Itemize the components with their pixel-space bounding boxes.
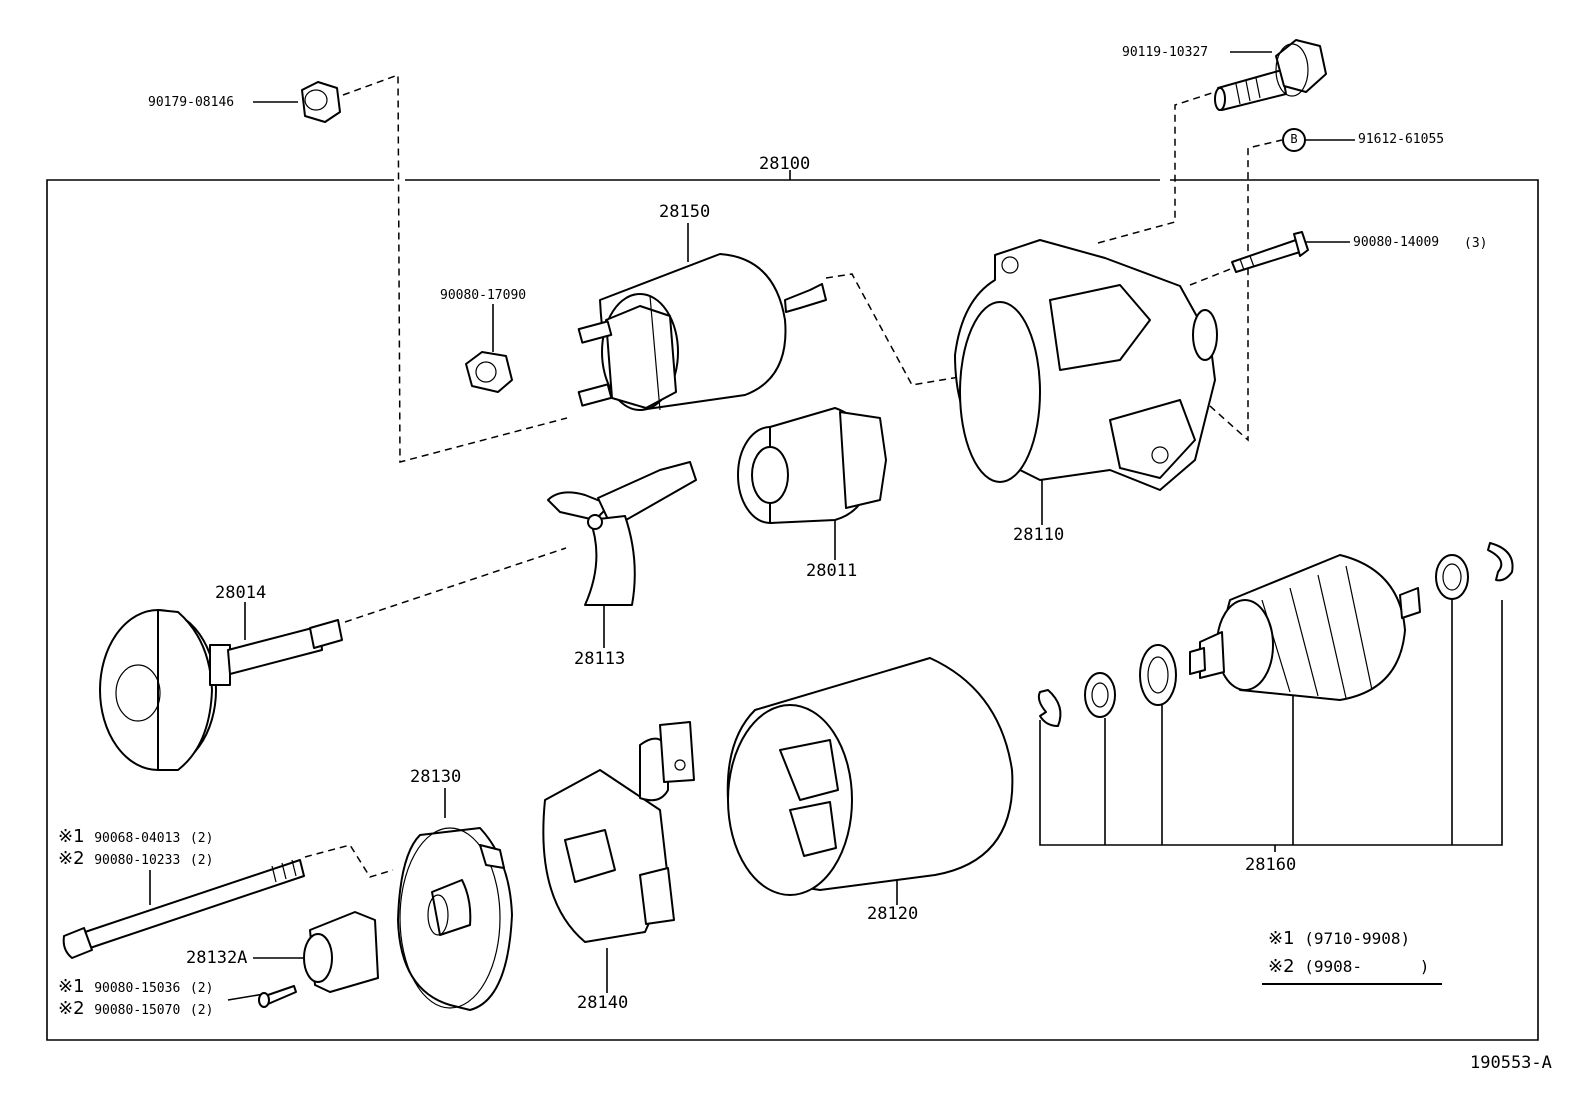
assembly-frame [46,170,1539,1041]
through-bolt-qty-2: (2) [189,853,214,868]
cover-illustration [303,911,379,993]
through-bolt-mark-1: ※1 [58,826,85,847]
screw-line-2: ※2 90080-15070 (2) [58,1000,213,1020]
clutch-illustration [737,407,887,524]
screw-number-2: 90080-15070 [94,1003,181,1018]
armature-washer-illustration [1084,672,1116,718]
part-label-nut-top: 90179-08146 [148,95,235,110]
screw-qty-2: (2) [189,1003,214,1018]
legend-mark-2: ※2 [1268,956,1295,977]
solenoid-nut-illustration [465,351,513,393]
part-label-housing: 28110 [1013,525,1065,545]
part-label-yoke: 28120 [867,904,919,924]
part-label-end-frame: 28130 [410,767,462,787]
legend-row-1: ※1 (9710-9908) [1268,930,1410,948]
end-frame-illustration [397,827,513,1011]
armature-seal-illustration [1139,644,1177,706]
legend-range-1: (9710-9908) [1304,929,1411,948]
stud-bolt-illustration [1231,231,1309,273]
nut-illustration [301,81,341,123]
part-label-solenoid: 28150 [659,202,711,222]
screw-illustration [258,985,297,1008]
part-label-brush-holder: 28140 [577,993,629,1013]
housing-illustration [954,239,1218,491]
legend-underline [1262,983,1442,985]
through-bolt-line-1: ※1 90068-04013 (2) [58,828,213,848]
through-bolt-qty-1: (2) [189,831,214,846]
through-bolt-number-2: 90080-10233 [94,853,181,868]
screw-mark-1: ※1 [58,976,85,997]
screw-mark-2: ※2 [58,998,85,1019]
part-qty-stud-bolt: (3) [1464,236,1488,251]
lever-illustration [547,461,697,606]
legend-row-2: ※2 (9908- ) [1268,958,1429,976]
screw-number-1: 90080-15036 [94,981,181,996]
through-bolt-illustration [62,859,305,959]
part-label-lever: 28113 [574,649,626,669]
gear-shaft-illustration [99,609,343,771]
solenoid-illustration [577,253,827,411]
dashed-guides [304,73,1283,878]
armature-bearing-illustration [1435,554,1469,600]
part-label-stud-bolt: 90080-14009 [1353,235,1440,250]
part-label-bolt-b: 91612-61055 [1358,132,1445,147]
screw-qty-1: (2) [189,981,214,996]
yoke-illustration [726,657,1014,896]
through-bolt-number-1: 90068-04013 [94,831,181,846]
bolt-b-marker [1282,128,1306,152]
through-bolt-mark-2: ※2 [58,848,85,869]
armature-ring-a-illustration [1037,689,1062,727]
diagram-reference: 190553-A [1470,1053,1552,1073]
armature-illustration [1189,554,1421,701]
leader-lines [149,51,1503,1001]
legend-range-2: (9908- ) [1304,957,1430,976]
part-label-solenoid-nut: 90080-17090 [440,288,527,303]
part-label-cover: 28132A [186,948,248,968]
flange-bolt-illustration [1214,39,1327,111]
legend-mark-1: ※1 [1268,928,1295,949]
through-bolt-line-2: ※2 90080-10233 (2) [58,850,213,870]
assembly-label: 28100 [759,154,811,174]
part-label-gear-shaft: 28014 [215,583,267,603]
part-label-clutch: 28011 [806,561,858,581]
part-label-armature: 28160 [1245,855,1297,875]
screw-line-1: ※1 90080-15036 (2) [58,978,213,998]
brush-holder-illustration [542,721,695,943]
armature-ring-b-illustration [1487,542,1514,582]
part-label-bolt-top: 90119-10327 [1122,45,1209,60]
bolt-b-marker-letter: B [1290,132,1298,146]
